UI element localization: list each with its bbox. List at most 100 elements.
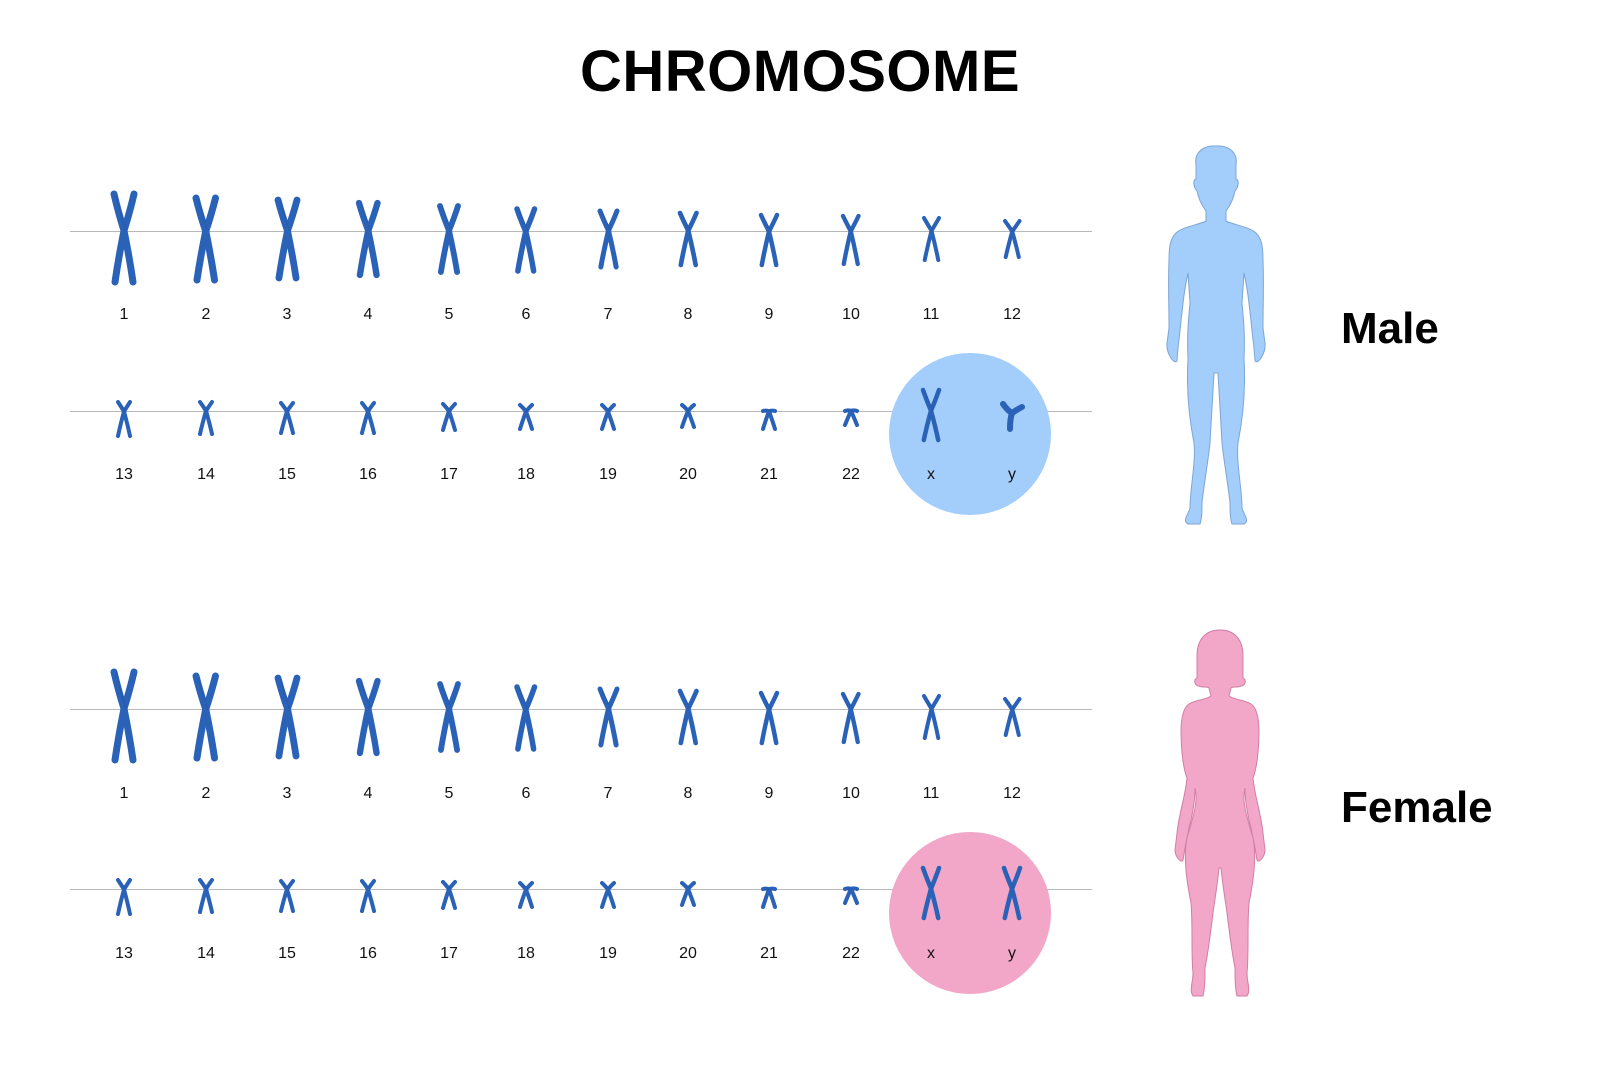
- chromosome-label: 11: [922, 785, 940, 802]
- chromosome-label: 5: [444, 306, 454, 323]
- chromosome-label: 5: [444, 785, 454, 802]
- chromosome-label: 9: [764, 785, 774, 802]
- chromosome-6: [511, 681, 541, 760]
- chromosome-label: 19: [599, 945, 617, 962]
- chromosome-22: [839, 405, 863, 436]
- chromosome-15: [275, 397, 299, 444]
- chromosome-label: 6: [521, 785, 531, 802]
- chromosome-label: 13: [115, 466, 133, 483]
- chromosome-6: [511, 203, 541, 282]
- chromosome-label: 4: [363, 785, 373, 802]
- chromosome-label: 21: [760, 945, 778, 962]
- chromosome-label: 20: [679, 466, 697, 483]
- male-silhouette-icon: [1166, 145, 1266, 525]
- chromosome-5: [434, 678, 464, 761]
- chromosome-label: 20: [679, 945, 697, 962]
- chromosome-10: [837, 210, 865, 275]
- chromosome-label: 16: [359, 466, 377, 483]
- chromosome-9: [755, 687, 783, 754]
- chromosome-8: [674, 207, 703, 276]
- row1-baseline: [70, 709, 1092, 710]
- chromosome-1: [108, 666, 140, 771]
- chromosome-14: [194, 396, 218, 445]
- female-silhouette-icon: [1174, 629, 1266, 997]
- chromosome-label: y: [1008, 945, 1016, 962]
- chromosome-16: [356, 875, 380, 922]
- chromosome-11: [918, 212, 945, 271]
- chromosome-11: [918, 690, 945, 749]
- chromosome-8: [674, 685, 703, 754]
- chromosome-label: 7: [603, 785, 613, 802]
- chromosome-label: 2: [201, 306, 211, 323]
- chromosome-21: [757, 405, 781, 440]
- chromosome-19: [596, 877, 620, 918]
- chromosome-label: 15: [278, 466, 296, 483]
- chromosome-1: [108, 188, 140, 293]
- chromosome-label: 10: [842, 306, 860, 323]
- chromosome-9: [755, 209, 783, 276]
- chromosome-label: 18: [517, 945, 535, 962]
- chromosome-5: [434, 200, 464, 283]
- chromosome-label: 2: [201, 785, 211, 802]
- chromosome-18: [514, 877, 538, 918]
- chromosome-15: [275, 875, 299, 922]
- chromosome-7: [594, 683, 623, 756]
- chromosome-label: x: [927, 466, 935, 483]
- chromosome-19: [596, 399, 620, 440]
- chromosome-2: [190, 670, 222, 769]
- chromosome-7: [594, 205, 623, 278]
- chromosome-label: 3: [282, 306, 292, 323]
- chromosome-label: 4: [363, 306, 373, 323]
- chromosome-12: [999, 215, 1026, 268]
- sex-chromosome-x: [917, 384, 945, 451]
- chromosome-14: [194, 874, 218, 923]
- sex-chromosome-highlight: [889, 353, 1051, 515]
- chromosome-3: [272, 672, 303, 767]
- chromosome-label: 8: [683, 785, 693, 802]
- female-label: Female: [1341, 783, 1493, 832]
- chromosome-20: [676, 877, 700, 916]
- row2-baseline: [70, 889, 1092, 890]
- sex-chromosome-x: [917, 862, 945, 929]
- chromosome-label: 6: [521, 306, 531, 323]
- chromosome-label: 19: [599, 466, 617, 483]
- chromosome-label: 3: [282, 785, 292, 802]
- chromosome-label: 13: [115, 945, 133, 962]
- chromosome-3: [272, 194, 303, 289]
- chromosome-17: [437, 398, 461, 441]
- chromosome-label: 8: [683, 306, 693, 323]
- chromosome-13: [112, 396, 136, 447]
- chromosome-18: [514, 399, 538, 440]
- chromosome-label: x: [927, 945, 935, 962]
- chromosome-label: 11: [922, 306, 940, 323]
- chromosome-label: 22: [842, 945, 860, 962]
- chromosome-label: 10: [842, 785, 860, 802]
- chromosome-20: [676, 399, 700, 438]
- chromosome-4: [353, 675, 384, 764]
- chromosome-13: [112, 874, 136, 925]
- chromosome-22: [839, 883, 863, 914]
- chromosome-10: [837, 688, 865, 753]
- chromosome-label: 7: [603, 306, 613, 323]
- chromosome-label: 17: [440, 945, 458, 962]
- sex-chromosome-highlight: [889, 832, 1051, 994]
- chromosome-2: [190, 192, 222, 291]
- chromosome-label: 12: [1003, 306, 1021, 323]
- chromosome-17: [437, 876, 461, 919]
- chromosome-label: 9: [764, 306, 774, 323]
- chromosome-4: [353, 197, 384, 286]
- chromosome-label: 21: [760, 466, 778, 483]
- chromosome-label: 17: [440, 466, 458, 483]
- chromosome-label: 1: [119, 306, 129, 323]
- chromosome-12: [999, 693, 1026, 746]
- chromosome-label: 12: [1003, 785, 1021, 802]
- row2-baseline: [70, 411, 1092, 412]
- chromosome-label: 16: [359, 945, 377, 962]
- chromosome-label: 18: [517, 466, 535, 483]
- sex-chromosome-y: [998, 862, 1026, 929]
- chromosome-16: [356, 397, 380, 444]
- chromosome-label: 14: [197, 945, 215, 962]
- chromosome-label: 1: [119, 785, 129, 802]
- chromosome-label: 14: [197, 466, 215, 483]
